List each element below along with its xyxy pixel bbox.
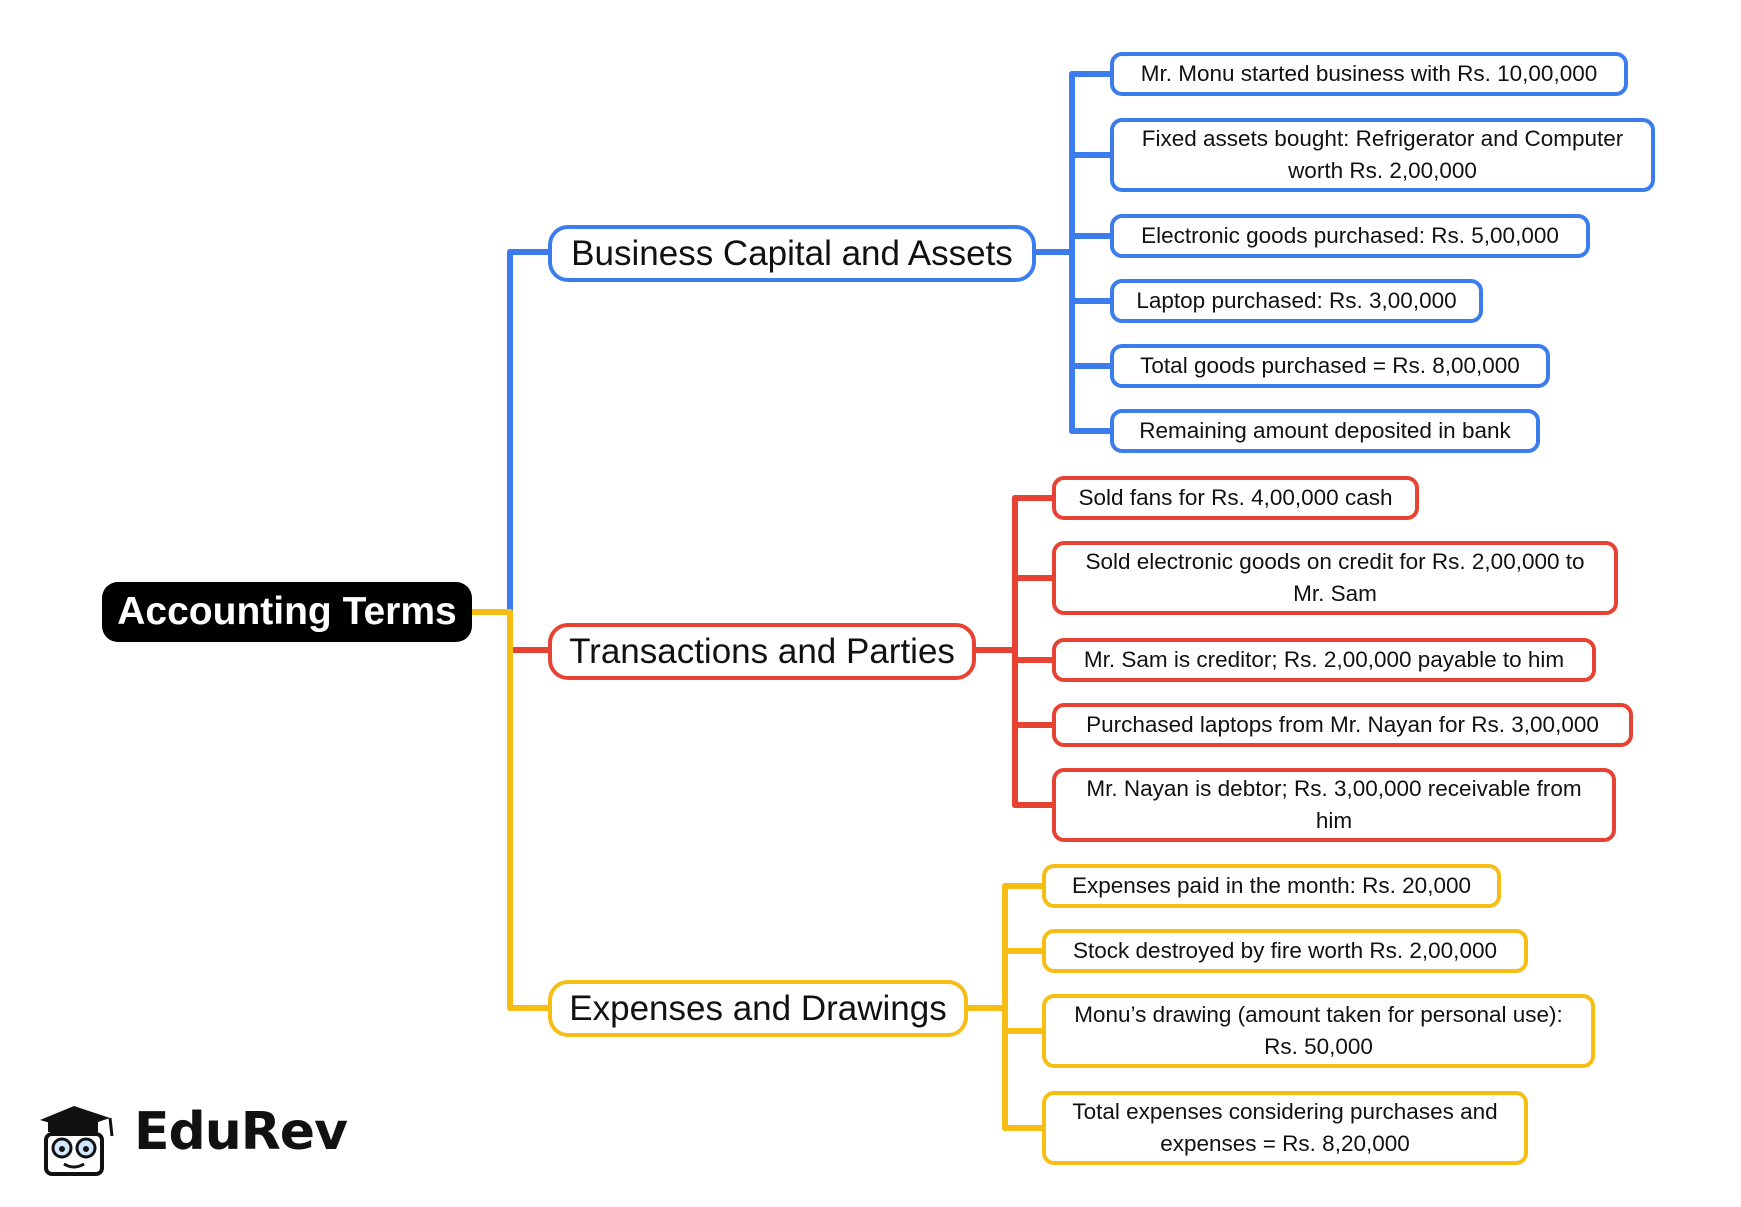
leaf-node: Fixed assets bought: Refrigerator and Co… [1110, 118, 1655, 192]
leaf-node: Monu’s drawing (amount taken for persona… [1042, 994, 1595, 1068]
graduate-mascot-icon [40, 1106, 114, 1176]
leaf-label: Laptop purchased: Rs. 3,00,000 [1136, 288, 1457, 313]
branch-label: Expenses and Drawings [569, 988, 947, 1028]
leaf-node: Sold electronic goods on credit for Rs. … [1052, 541, 1618, 615]
leaf-label: Monu’s drawing (amount taken for persona… [1074, 1002, 1563, 1059]
leaf-node: Purchased laptops from Mr. Nayan for Rs.… [1052, 703, 1633, 747]
leaf-label: Purchased laptops from Mr. Nayan for Rs.… [1086, 712, 1599, 737]
branch-label: Business Capital and Assets [571, 233, 1013, 273]
leaf-node: Total goods purchased = Rs. 8,00,000 [1110, 344, 1550, 388]
leaf-label: Stock destroyed by fire worth Rs. 2,00,0… [1073, 938, 1497, 963]
leaf-label: Electronic goods purchased: Rs. 5,00,000 [1141, 223, 1559, 248]
leaf-node: Mr. Monu started business with Rs. 10,00… [1110, 52, 1628, 96]
leaf-node: Laptop purchased: Rs. 3,00,000 [1110, 279, 1483, 323]
leaf-label: Remaining amount deposited in bank [1139, 418, 1511, 443]
leaf-label: Expenses paid in the month: Rs. 20,000 [1071, 873, 1471, 898]
edurev-logo: EduRev [34, 1098, 354, 1178]
leaf-node: Mr. Sam is creditor; Rs. 2,00,000 payabl… [1052, 638, 1596, 682]
leaf-node: Electronic goods purchased: Rs. 5,00,000 [1110, 214, 1590, 258]
leaf-label: Sold electronic goods on credit for Rs. … [1085, 549, 1585, 606]
leaf-node: Mr. Nayan is debtor; Rs. 3,00,000 receiv… [1052, 768, 1616, 842]
leaf-node: Expenses paid in the month: Rs. 20,000 [1042, 864, 1501, 908]
root-label: Accounting Terms [117, 590, 457, 633]
branch-node-2: Expenses and Drawings [548, 980, 968, 1037]
leaf-label: Total goods purchased = Rs. 8,00,000 [1140, 353, 1520, 378]
leaf-label: Mr. Monu started business with Rs. 10,00… [1140, 61, 1598, 86]
branch-node-1: Transactions and Parties [548, 623, 976, 680]
leaf-label: Sold fans for Rs. 4,00,000 cash [1078, 485, 1393, 510]
branch-label: Transactions and Parties [569, 631, 955, 671]
root-node: Accounting Terms [102, 582, 472, 642]
logo-text: EduRev [134, 1102, 348, 1162]
leaf-node: Sold fans for Rs. 4,00,000 cash [1052, 476, 1419, 520]
leaf-label: Mr. Nayan is debtor; Rs. 3,00,000 receiv… [1086, 776, 1582, 833]
branch-node-0: Business Capital and Assets [548, 225, 1036, 282]
leaf-label: Total expenses considering purchases and… [1072, 1099, 1498, 1156]
leaf-label: Fixed assets bought: Refrigerator and Co… [1141, 126, 1624, 183]
leaf-node: Total expenses considering purchases and… [1042, 1091, 1528, 1165]
leaf-label: Mr. Sam is creditor; Rs. 2,00,000 payabl… [1083, 647, 1565, 672]
leaf-node: Stock destroyed by fire worth Rs. 2,00,0… [1042, 929, 1528, 973]
leaf-node: Remaining amount deposited in bank [1110, 409, 1540, 453]
